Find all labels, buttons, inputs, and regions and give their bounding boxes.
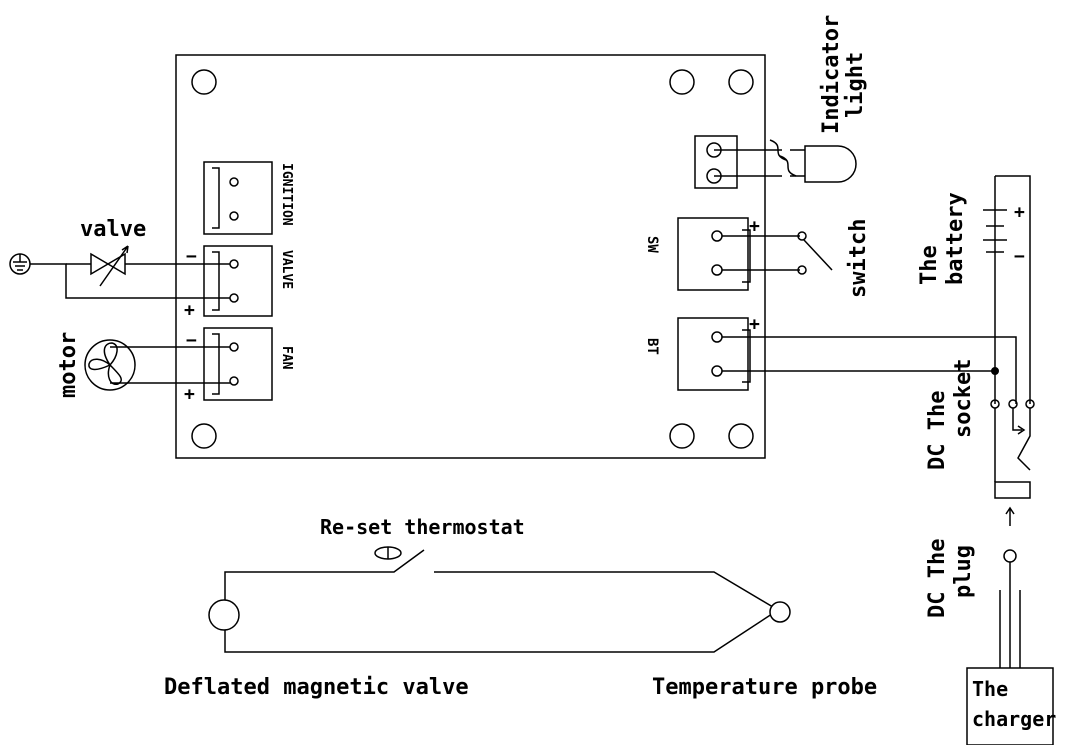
thermostat-label: Re-set thermostat	[320, 515, 525, 539]
sw-plus-sign: +	[749, 216, 760, 237]
socket-label-line1: DC The	[925, 391, 950, 470]
indicator-label-line2: light	[843, 52, 868, 118]
valve-connector: VALVE − +	[184, 245, 294, 321]
plug-label-line1: DC The	[925, 539, 950, 618]
thermostat-circuit: Re-set thermostat Deflated magnetic valv…	[164, 515, 877, 700]
battery-label-line2: battery	[943, 192, 968, 285]
switch-component: SW + switch	[644, 216, 871, 298]
valve-label: valve	[80, 217, 146, 242]
indicator-label-line1: Indicator	[819, 15, 844, 134]
valve-component: valve	[9, 217, 230, 299]
probe-label: Temperature probe	[652, 675, 877, 700]
motor-component: motor	[56, 332, 230, 398]
plug-and-charger: The charger DC The plug	[925, 506, 1056, 745]
bt-connector: BT +	[644, 314, 760, 391]
switch-label: switch	[846, 219, 871, 298]
plug-label-line2: plug	[951, 545, 976, 598]
valve-connector-label: VALVE	[279, 250, 294, 289]
fan-plus-sign: +	[184, 384, 195, 405]
battery-minus-sign: −	[1014, 246, 1025, 267]
battery-plus-sign: +	[1014, 202, 1025, 223]
ignition-label: IGNITION	[279, 163, 294, 226]
fan-connector-label: FAN	[279, 346, 294, 370]
battery-label-line1: The	[917, 245, 942, 285]
valve-plus-sign: +	[184, 300, 195, 321]
charger-label-line1: The	[972, 677, 1008, 701]
fan-minus-sign: −	[186, 330, 197, 351]
motor-label: motor	[56, 332, 81, 398]
charger-label-line2: charger	[972, 707, 1056, 731]
socket-label-line2: socket	[951, 359, 976, 438]
magnetic-valve-label: Deflated magnetic valve	[164, 675, 469, 700]
valve-minus-sign: −	[186, 246, 197, 267]
ignition-connector: IGNITION	[203, 161, 294, 235]
bt-connector-label: BT	[644, 338, 660, 355]
fan-connector: FAN − +	[184, 327, 294, 405]
indicator-light: Indicator light	[694, 15, 868, 189]
circuit-board	[175, 54, 766, 459]
battery-and-socket: + − The battery DC The socket	[722, 175, 1035, 499]
bt-plus-sign: +	[749, 314, 760, 335]
sw-connector-label: SW	[644, 236, 660, 253]
